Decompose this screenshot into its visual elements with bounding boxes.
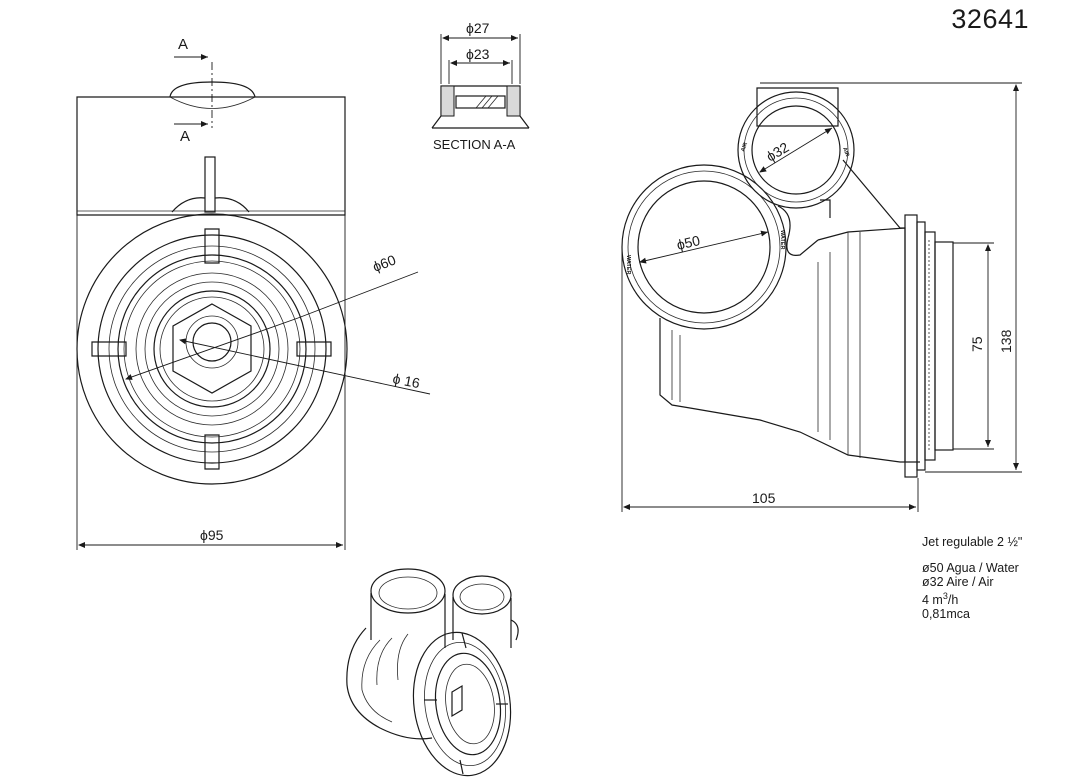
drawing-reference-number: 32641 <box>951 4 1029 34</box>
spec-flow-exponent: 3 <box>942 591 948 601</box>
label-air-right: AIR <box>841 147 850 158</box>
label-air-left: AIR <box>740 142 749 153</box>
dim-d95: ϕ95 <box>200 527 224 543</box>
label-water-right: WATER <box>779 230 785 249</box>
spec-flow: 4 m3/h <box>922 589 1022 607</box>
spec-pressure: 0,81mca <box>922 607 970 622</box>
spec-air: ø32 Aire / Air <box>922 575 994 589</box>
dim-h138: 138 <box>998 329 1014 353</box>
spec-water: ø50 Agua / Water <box>922 561 1019 575</box>
spec-flow-unit: /h <box>947 593 959 608</box>
dim-d32: ϕ32 <box>763 139 791 165</box>
section-view: ϕ27 ϕ23 SECTION A-A <box>431 20 530 152</box>
dim-d27: ϕ27 <box>466 20 490 36</box>
section-marker-bottom: A <box>180 128 190 145</box>
dim-d60: ϕ60 <box>370 251 398 274</box>
section-marker-top: A <box>178 36 188 53</box>
isometric-view <box>346 568 519 777</box>
spec-notes: Jet regulable 2 ½" ø50 Agua / Water ø32 … <box>922 535 1022 621</box>
dim-d23: ϕ23 <box>466 46 490 62</box>
label-water-left: WATER <box>625 255 631 274</box>
dim-h75: 75 <box>969 336 985 352</box>
dim-w105: 105 <box>752 490 776 506</box>
spec-flow-value: 4 m <box>922 593 943 608</box>
spec-title: Jet regulable 2 ½" <box>922 535 1023 549</box>
dim-d50: ϕ50 <box>675 232 702 253</box>
section-label: SECTION A-A <box>433 137 516 152</box>
side-view: WATER WATER AIR AIR ϕ32 ϕ50 105 75 138 <box>621 82 1022 512</box>
front-view: A A ϕ60 ϕ 16 ϕ95 <box>76 36 431 550</box>
dim-d16: ϕ 16 <box>391 370 421 391</box>
